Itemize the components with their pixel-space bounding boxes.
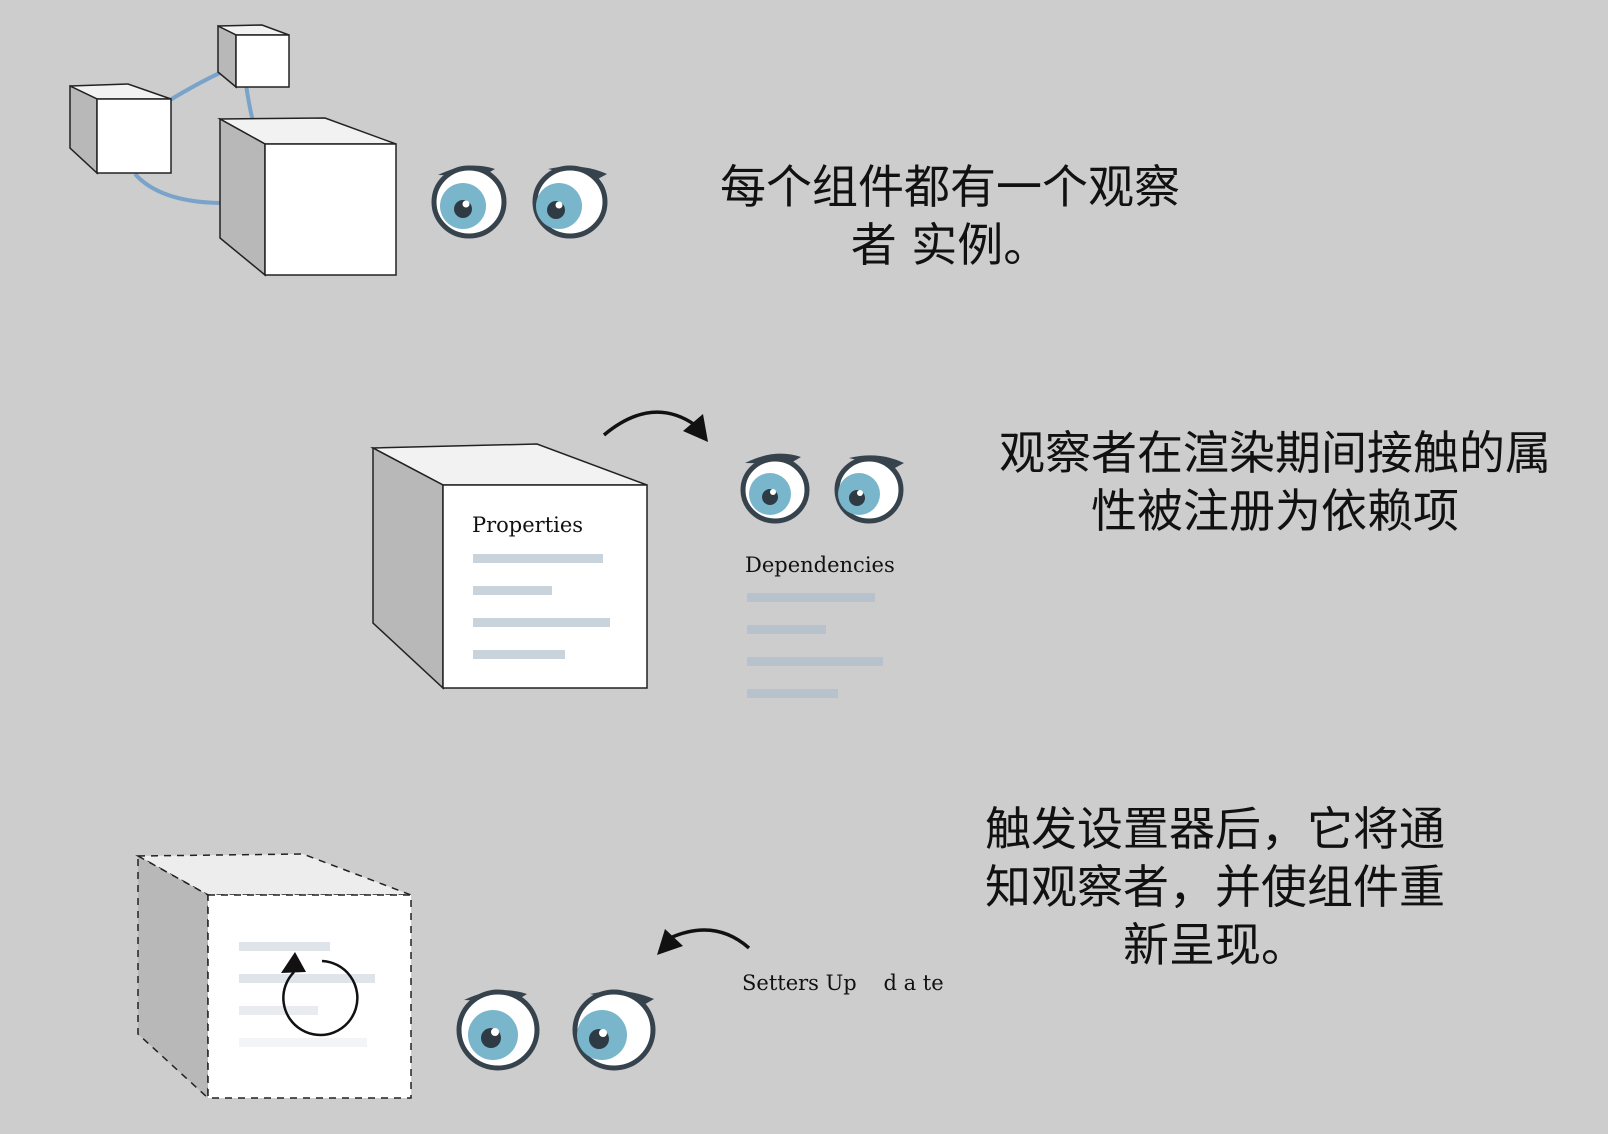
faded-line (239, 974, 375, 983)
dependencies-list: Dependencies (745, 553, 895, 698)
faded-line (239, 1006, 318, 1015)
eye-icon (834, 455, 904, 524)
dependency-line (747, 625, 826, 634)
tree-link (168, 70, 223, 102)
dependency-line (747, 657, 883, 666)
curved-arrow-icon (657, 928, 751, 955)
property-line (473, 618, 610, 627)
faded-line (239, 1038, 367, 1047)
dependency-line (747, 689, 838, 698)
setters-update-label: Setters Up d a te (742, 971, 944, 995)
caption-step-3: 触发设置器后，它将通 知观察者，并使组件重 新呈现。 (985, 802, 1445, 972)
faded-line (239, 942, 330, 951)
property-line (473, 650, 565, 659)
component-tree (69, 24, 397, 277)
cube-icon (217, 117, 397, 277)
dependency-line (747, 593, 875, 602)
eye-icon (456, 989, 540, 1071)
properties-label: Properties (472, 513, 583, 537)
eye-icon (532, 165, 608, 239)
curved-arrow-icon (602, 410, 708, 442)
eye-icon (572, 989, 656, 1071)
cube-icon (217, 24, 290, 89)
eye-icon (431, 165, 507, 239)
cube-icon (69, 83, 172, 175)
eye-icon (740, 453, 810, 524)
tree-link (133, 172, 221, 205)
property-line (473, 586, 552, 595)
rerender-cube (135, 853, 412, 1100)
property-line (473, 554, 603, 563)
caption-step-1: 每个组件都有一个观察 者 实例。 (720, 160, 1180, 272)
refresh-icon (281, 952, 359, 1037)
properties-cube: Properties (370, 443, 648, 690)
caption-step-2: 观察者在渲染期间接触的属 性被注册为依赖项 (999, 426, 1551, 538)
dependencies-label: Dependencies (745, 553, 895, 577)
tree-link (244, 83, 255, 123)
